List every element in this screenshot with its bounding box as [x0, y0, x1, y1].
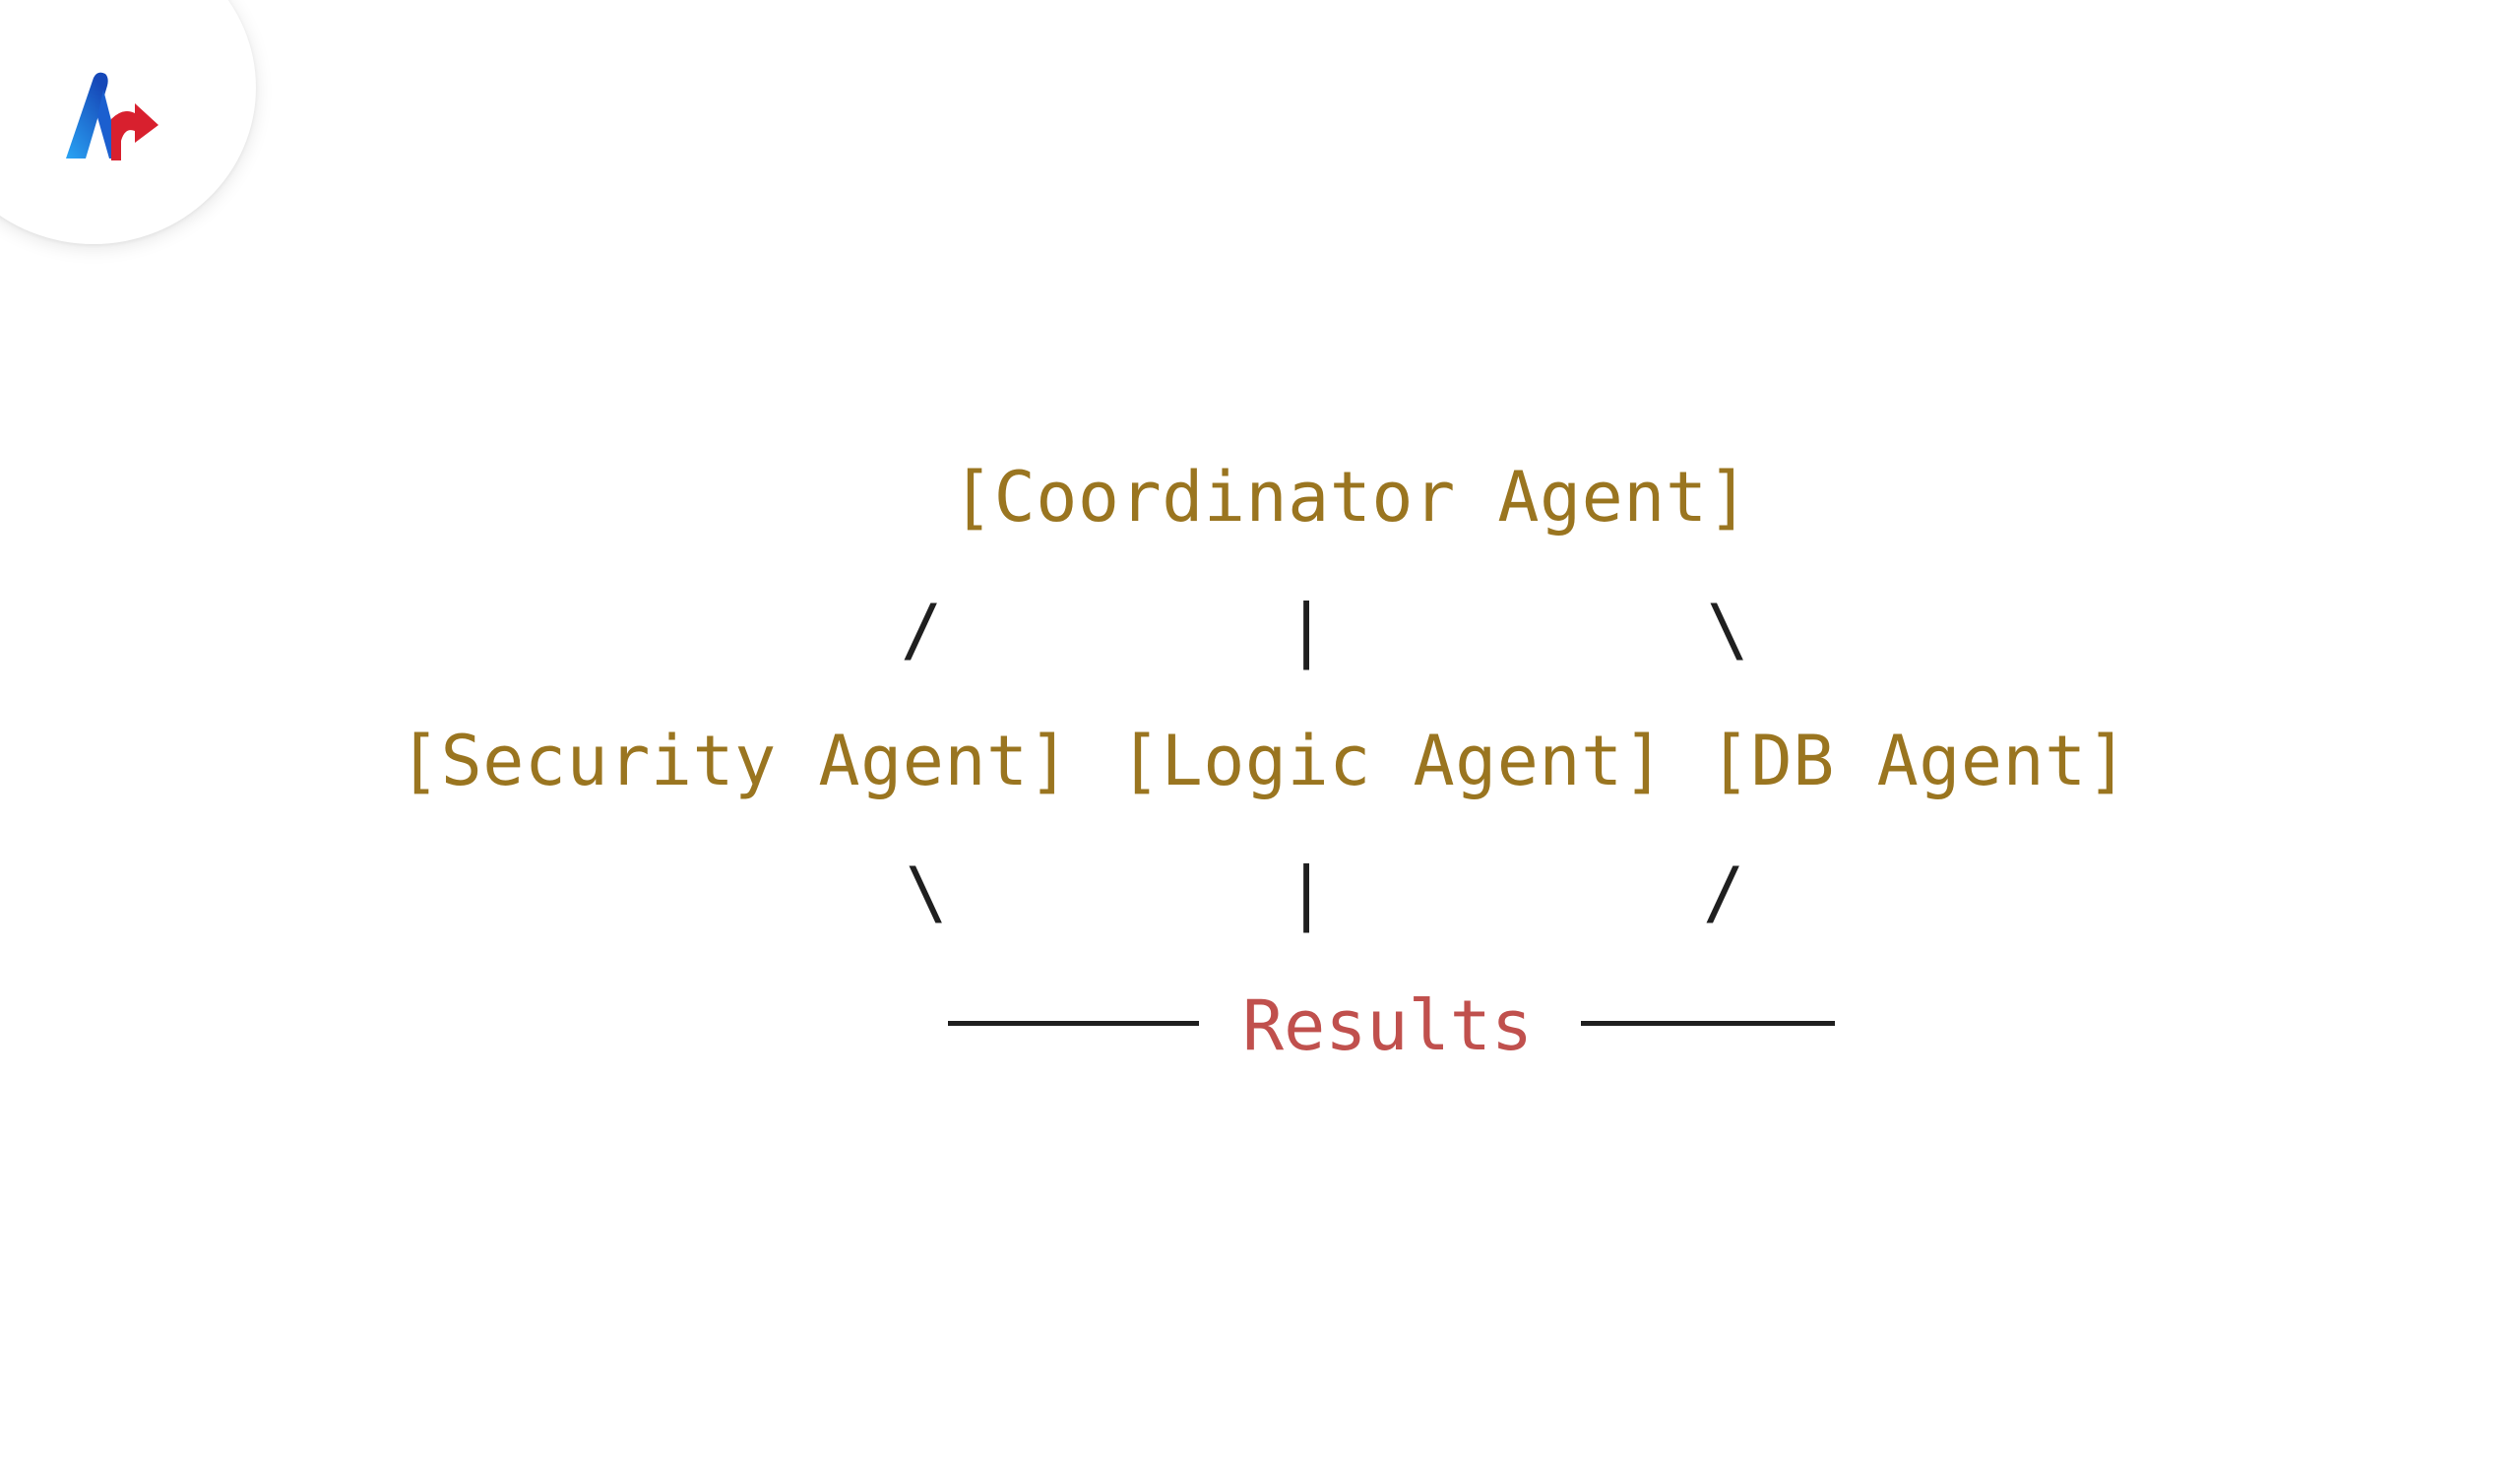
top-right-connector: \ — [1707, 590, 1749, 670]
security-agent-node: [Security Agent] — [399, 721, 1071, 801]
logo-badge — [0, 0, 256, 244]
brand-logo-icon — [66, 72, 158, 160]
top-left-connector: / — [901, 590, 943, 670]
bottom-center-connector: | — [1286, 853, 1328, 933]
results-label: Results — [1242, 985, 1534, 1066]
top-center-connector: | — [1286, 590, 1328, 670]
bottom-right-connector: / — [1703, 853, 1745, 933]
logic-agent-node: [Logic Agent] — [1119, 721, 1666, 801]
coordinator-agent-node: [Coordinator Agent] — [952, 457, 1750, 538]
bottom-left-connector: \ — [906, 853, 948, 933]
results-right-rule — [1581, 1021, 1835, 1026]
db-agent-node: [DB Agent] — [1709, 721, 2129, 801]
results-left-rule — [948, 1021, 1199, 1026]
